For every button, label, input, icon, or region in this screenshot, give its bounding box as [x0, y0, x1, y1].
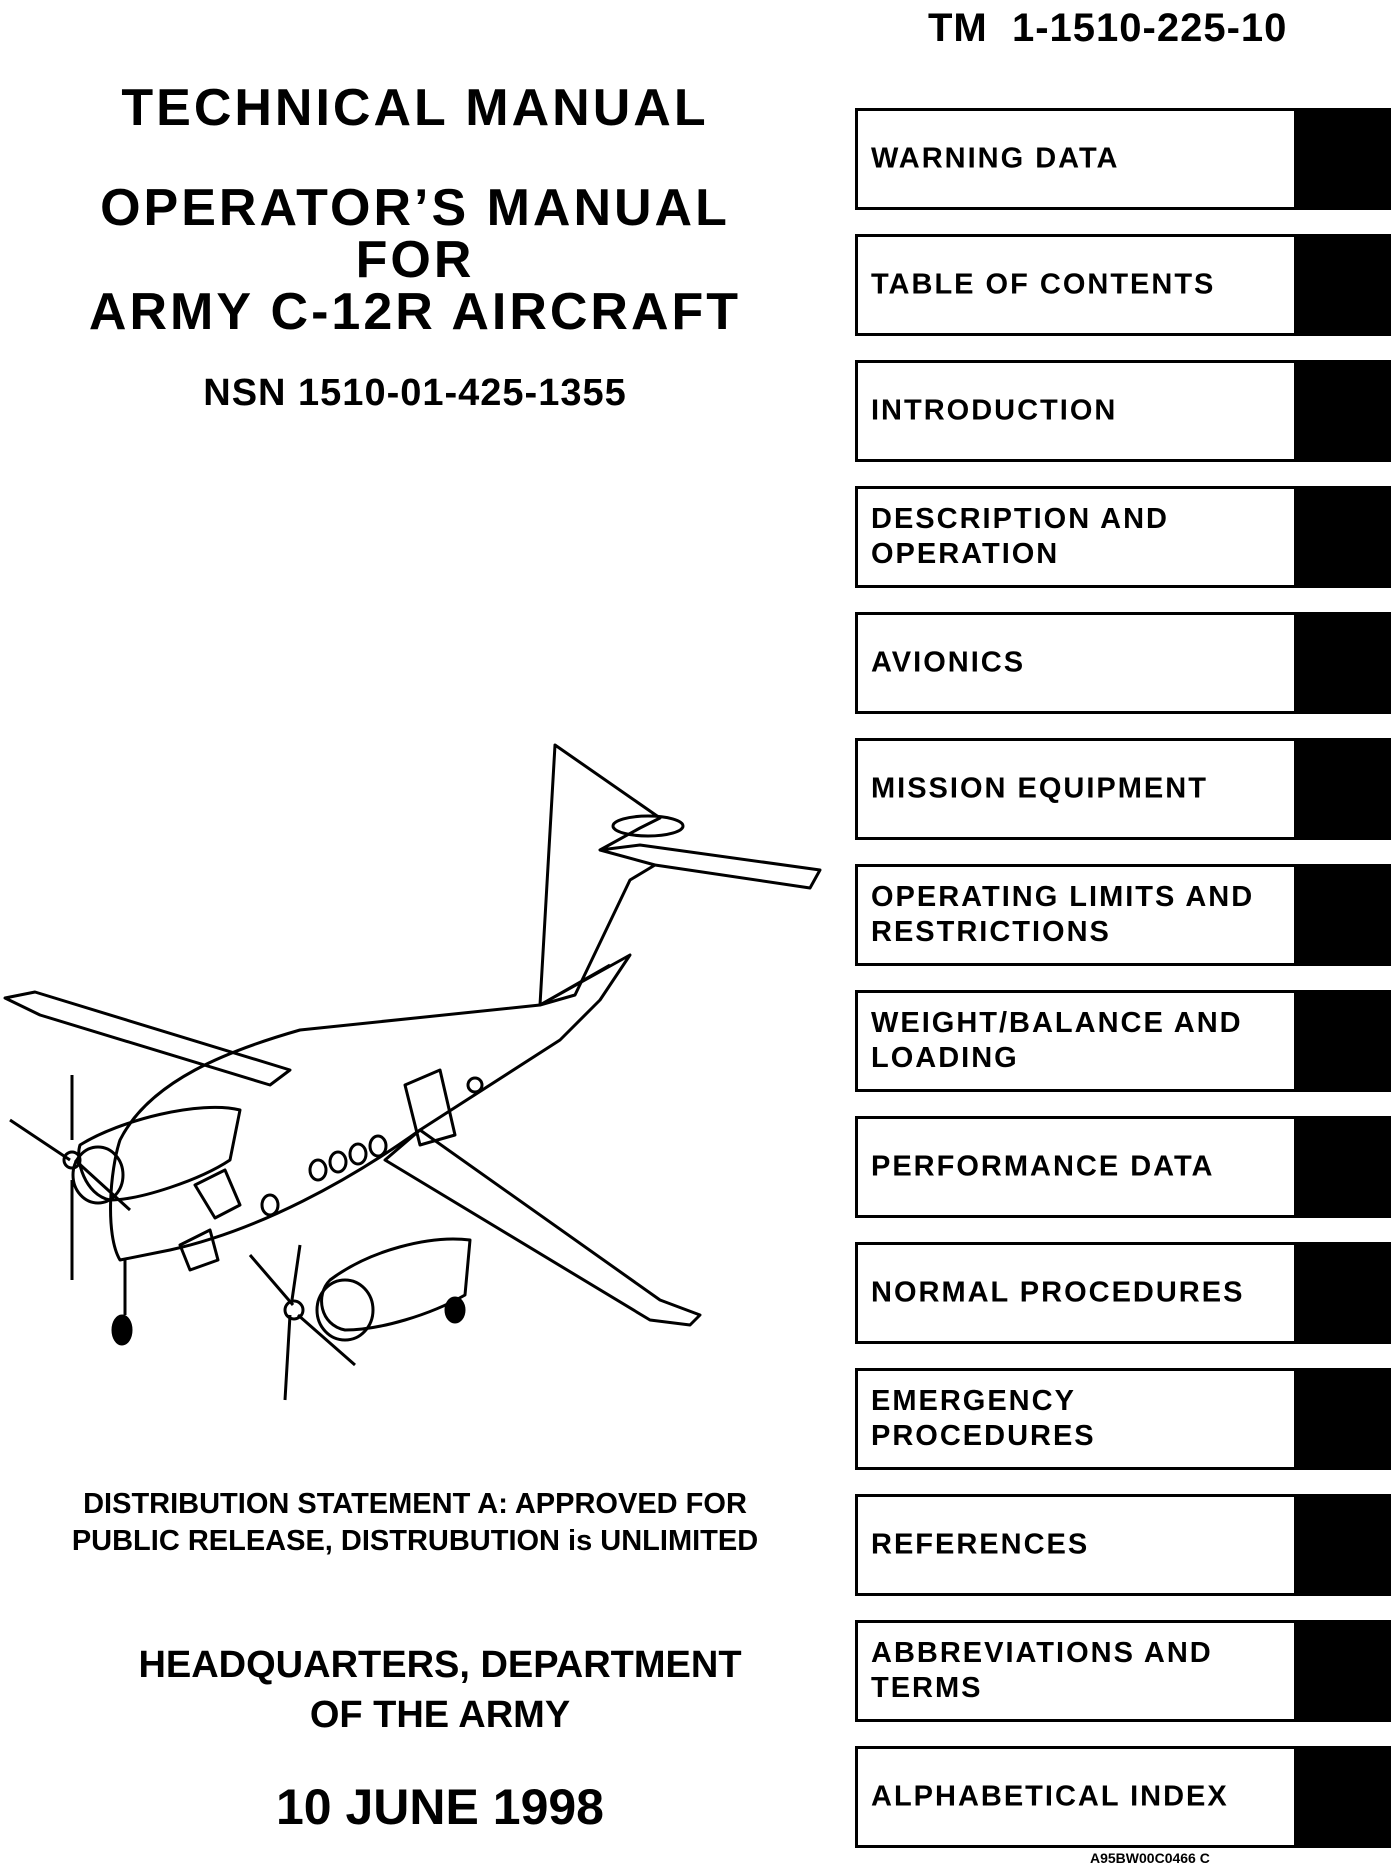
thumb-index-marker [1294, 1620, 1391, 1722]
section-tab-label: ABBREVIATIONS AND TERMS [871, 1637, 1213, 1704]
nsn-number: NSN 1510-01-425-1355 [203, 372, 627, 414]
thumb-index-marker [1294, 234, 1391, 336]
section-tab[interactable]: NORMAL PROCEDURES [855, 1242, 1391, 1344]
section-tab-label: WARNING DATA [871, 142, 1120, 175]
aircraft-illustration-icon [3, 743, 822, 1401]
thumb-index-marker [1294, 1368, 1391, 1470]
thumb-index-marker [1294, 612, 1391, 714]
tm-number: TM 1-1510-225-10 [928, 6, 1288, 50]
section-tab[interactable]: AVIONICS [855, 612, 1391, 714]
figure-code: A95BW00C0466 C [1090, 1850, 1210, 1866]
section-tabs: WARNING DATA TABLE OF CONTENTS INTRODUCTIO… [855, 108, 1391, 1872]
distribution-statement: DISTRIBUTION STATEMENT A: APPROVED FOR P… [60, 1486, 770, 1560]
manual-title: OPERATOR’S MANUAL FOR ARMY C-12R AIRCRAF… [60, 182, 770, 338]
publisher: HEADQUARTERS, DEPARTMENT OF THE ARMY [110, 1640, 770, 1740]
section-tab-label: WEIGHT/BALANCE AND LOADING [871, 1007, 1243, 1074]
thumb-index-marker [1294, 864, 1391, 966]
section-tab[interactable]: INTRODUCTION [855, 360, 1391, 462]
publication-date: 10 JUNE 1998 [275, 1779, 604, 1835]
section-tab-label: PERFORMANCE DATA [871, 1150, 1215, 1183]
section-tab-label: REFERENCES [871, 1528, 1090, 1561]
section-tab[interactable]: WARNING DATA [855, 108, 1391, 210]
section-tab[interactable]: ABBREVIATIONS AND TERMS [855, 1620, 1391, 1722]
section-tab[interactable]: EMERGENCY PROCEDURES [855, 1368, 1391, 1470]
manual-title-line-3: ARMY C-12R AIRCRAFT [88, 283, 742, 341]
thumb-index-marker [1294, 1746, 1391, 1848]
section-tab[interactable]: MISSION EQUIPMENT [855, 738, 1391, 840]
section-tab-label: TABLE OF CONTENTS [871, 268, 1216, 301]
thumb-index-marker [1294, 486, 1391, 588]
thumb-index-marker [1294, 108, 1391, 210]
distribution-line-2: PUBLIC RELEASE, DISTRUBUTION is UNLIMITE… [71, 1525, 759, 1557]
section-tab[interactable]: PERFORMANCE DATA [855, 1116, 1391, 1218]
section-tab[interactable]: DESCRIPTION AND OPERATION [855, 486, 1391, 588]
section-tab-label: EMERGENCY PROCEDURES [871, 1385, 1096, 1452]
thumb-index-marker [1294, 990, 1391, 1092]
distribution-line-1: DISTRIBUTION STATEMENT A: APPROVED FOR [83, 1488, 747, 1520]
thumb-index-marker [1294, 738, 1391, 840]
manual-title-line-1: OPERATOR’S MANUAL [100, 179, 730, 237]
section-tab[interactable]: ALPHABETICAL INDEX [855, 1746, 1391, 1848]
section-tab[interactable]: TABLE OF CONTENTS [855, 234, 1391, 336]
thumb-index-marker [1294, 1116, 1391, 1218]
manual-title-line-2: FOR [355, 231, 475, 289]
thumb-index-marker [1294, 360, 1391, 462]
section-tab-label: MISSION EQUIPMENT [871, 772, 1208, 805]
section-tab-label: NORMAL PROCEDURES [871, 1276, 1245, 1309]
publisher-line-1: HEADQUARTERS, DEPARTMENT [138, 1644, 742, 1686]
section-tab[interactable]: REFERENCES [855, 1494, 1391, 1596]
document-type-title: TECHNICAL MANUAL [121, 79, 709, 137]
section-tab-label: DESCRIPTION AND OPERATION [871, 503, 1169, 570]
section-tab-label: ALPHABETICAL INDEX [871, 1780, 1229, 1813]
section-tab-label: INTRODUCTION [871, 394, 1118, 427]
section-tab[interactable]: WEIGHT/BALANCE AND LOADING [855, 990, 1391, 1092]
publisher-line-2: OF THE ARMY [309, 1694, 571, 1736]
thumb-index-marker [1294, 1494, 1391, 1596]
thumb-index-marker [1294, 1242, 1391, 1344]
section-tab-label: OPERATING LIMITS AND RESTRICTIONS [871, 881, 1255, 948]
section-tab[interactable]: OPERATING LIMITS AND RESTRICTIONS [855, 864, 1391, 966]
section-tab-label: AVIONICS [871, 646, 1026, 679]
